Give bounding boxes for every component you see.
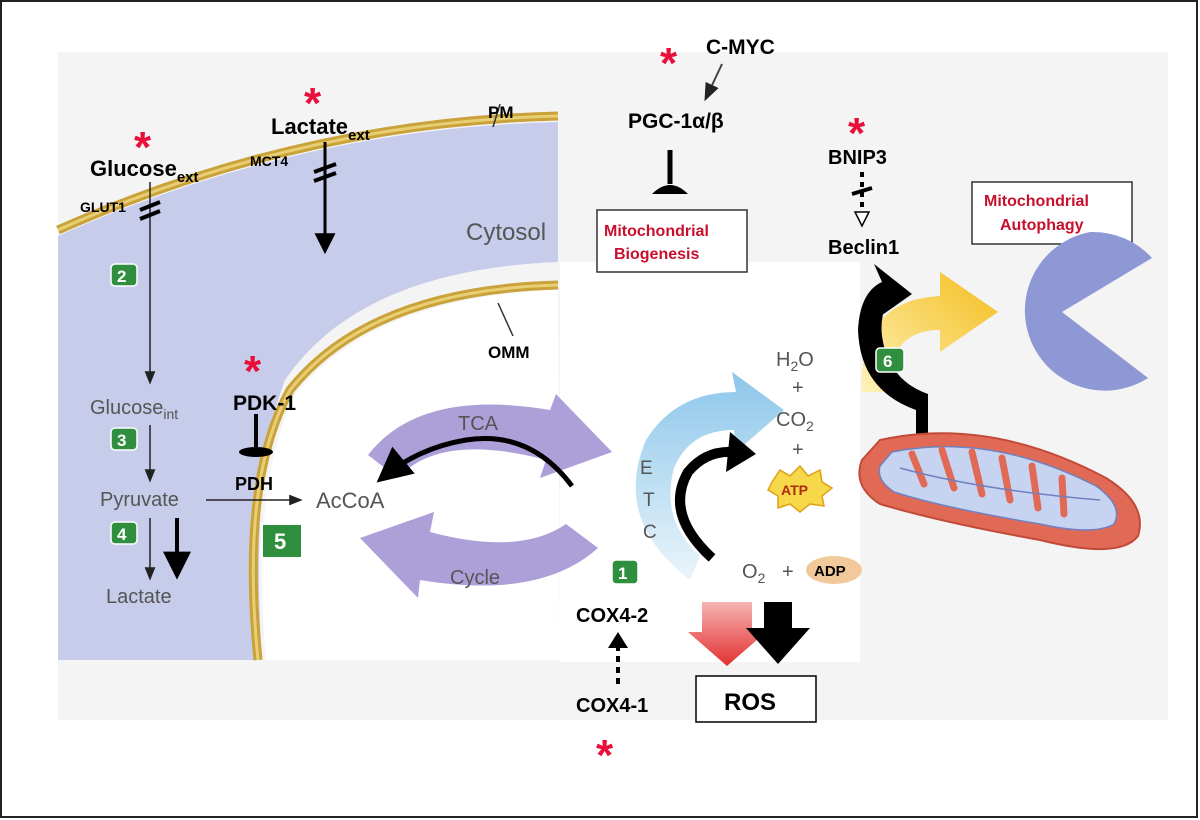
step-4-badge [110,521,138,545]
red-star: * [848,109,866,158]
step-6-label: 6 [883,352,892,371]
etc-letter-t: T [643,490,655,511]
cmyc-arrow [704,63,723,102]
adp-badge [806,556,862,584]
mito-biogenesis-line2: Biogenesis [614,246,699,263]
etc-arc [635,372,784,580]
pm-label: PM [488,103,514,122]
step-2-label: 2 [117,267,126,286]
tca-top-arrow [368,394,612,478]
beclin1-label: Beclin1 [828,237,899,259]
mito-biogenesis-line1: Mitochondrial [604,223,709,240]
red-star: * [244,347,262,396]
accoa-label: AcCoA [316,488,385,513]
h2o-label: H2O [776,349,814,374]
pdk1-label: PDK-1 [233,392,296,415]
cox41-label: COX4-1 [576,695,648,717]
red-star: * [660,39,678,88]
tca-accoa-arrow [376,436,574,488]
mct4-label: MCT4 [250,153,288,169]
etc-letter-e: E [640,458,653,479]
ros-box [695,675,817,723]
step-3-badge [110,427,138,451]
step-5-badge [261,523,303,559]
co2-label: CO2 [776,409,814,434]
lactate-label: Lactate [106,586,172,608]
mito-autophagy-line2: Autophagy [1000,217,1084,234]
cytosol-region [58,122,558,660]
pgc1-label: PGC-1α/β [628,110,724,133]
ros-black-arrow [746,602,810,664]
atp-label: ATP [781,482,808,498]
pdh-label: PDH [235,474,273,494]
autophagy-black-arrow [858,264,928,436]
red-star: * [596,731,614,780]
omm-label: OMM [488,343,530,362]
step-1-badge [611,559,639,585]
tca-bottom-arrow [360,512,598,598]
step-2-badge [110,263,138,287]
step-1-label: 1 [618,564,627,583]
atp-burst [767,464,834,513]
mct4-transporter-mark [313,162,337,174]
plus-sign: + [792,439,804,461]
step-5-label: 5 [274,529,286,554]
lactate-ext-label: Lactateext [271,114,370,144]
ros-label: ROS [724,689,776,716]
mitochondrion-image [858,432,1141,551]
mito-biogenesis-box [596,209,748,273]
cox42-label: COX4-2 [576,605,648,627]
step-3-label: 3 [117,431,126,450]
etc-black-arrow [675,446,735,562]
etc-letter-c: C [643,522,657,543]
ros-red-arrow [688,602,766,666]
cmyc-label: C-MYC [706,36,775,59]
pyruvate-label: Pyruvate [100,489,179,511]
o2-label: O2 [742,561,766,586]
adp-label: ADP [814,563,846,580]
tca-label: TCA [458,413,499,435]
glut1-transporter-mark [139,200,161,212]
autophagy-yellow-arrow [861,272,998,392]
plus-sign: + [782,561,794,583]
glucose-int-label: Glucoseint [90,397,178,422]
pdk1-inhibition-head [239,447,273,457]
plus-sign: + [792,377,804,399]
pgc1-inhibition-head [652,185,688,194]
step-6-badge [875,347,905,373]
pacman-lysosome [1024,231,1152,391]
red-star: * [134,123,152,172]
mito-autophagy-line1: Mitochondrial [984,193,1089,210]
bnip3-label: BNIP3 [828,147,887,169]
cytosol-label: Cytosol [466,219,546,246]
glucose-ext-label: Glucoseext [90,156,199,186]
step-4-label: 4 [117,525,127,544]
red-star: * [304,79,322,128]
glut1-label: GLUT1 [80,199,126,215]
cycle-label: Cycle [450,567,500,589]
